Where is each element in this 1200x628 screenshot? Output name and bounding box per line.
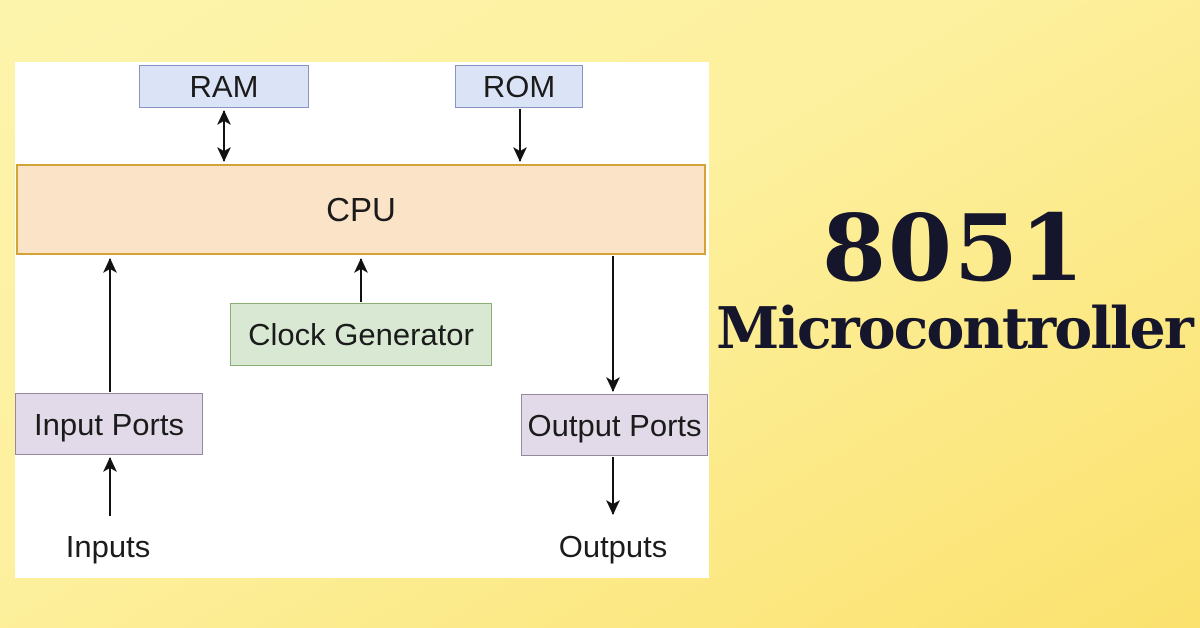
clock-generator-block: Clock Generator [230, 303, 492, 366]
title-model-number: 8051 [821, 194, 1087, 302]
cpu-label: CPU [326, 191, 396, 228]
rom-label: ROM [482, 69, 556, 104]
input-ports-block: Input Ports [15, 393, 203, 455]
ram-label: RAM [189, 69, 259, 104]
output-ports-block: Output Ports [521, 394, 708, 456]
title-device-name: Microcontroller [716, 295, 1194, 363]
inputs-label: Inputs [65, 529, 151, 564]
ram-block: RAM [139, 65, 309, 108]
page-title: 8051 Microcontroller [708, 194, 1200, 363]
output-ports-label: Output Ports [527, 407, 702, 443]
clock-generator-label: Clock Generator [248, 317, 474, 352]
input-ports-label: Input Ports [34, 406, 184, 442]
cpu-block: CPU [16, 164, 706, 255]
outputs-label: Outputs [558, 529, 668, 564]
rom-block: ROM [455, 65, 583, 108]
